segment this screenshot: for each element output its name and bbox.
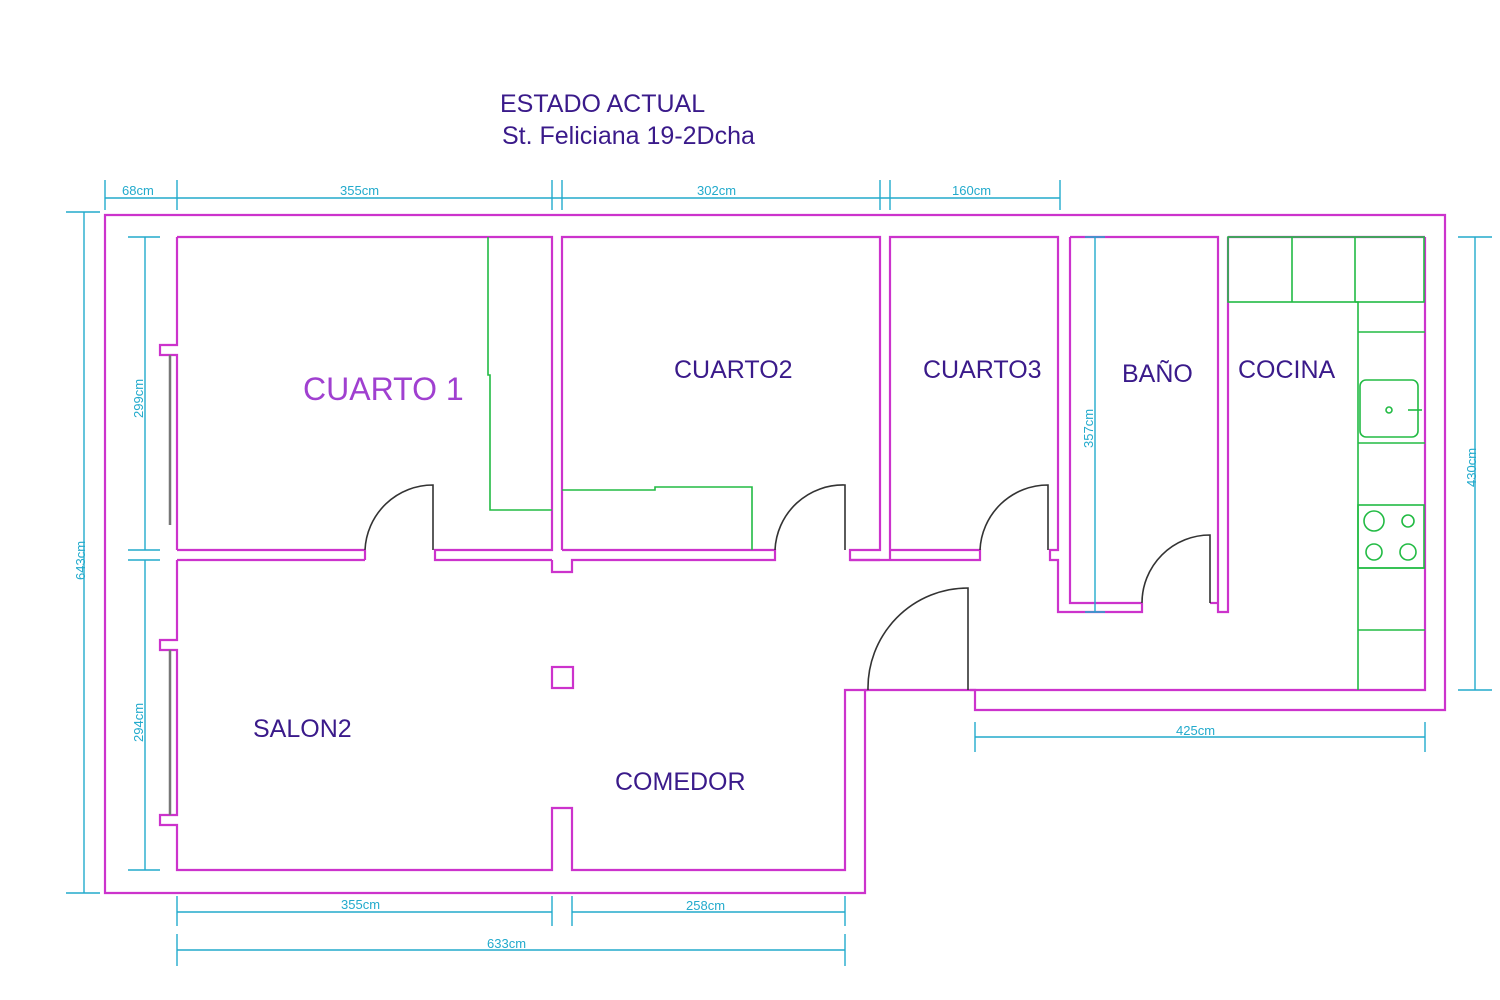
kitchen-cabinets-top [1227,236,1425,303]
wall-cuarto2 [560,235,882,562]
sink-icon [1359,379,1419,438]
wall-bano [1070,235,1230,614]
room-label-cuarto3: CUARTO3 [923,356,1042,384]
plan-subtitle: St. Feliciana 19-2Dcha [502,122,755,150]
dim-label-right-430: 430cm [1464,448,1479,487]
sink-drain-icon [1385,406,1393,414]
inner-wall-left-lower [158,560,868,872]
burner-2-icon [1401,514,1415,528]
wall-cuarto3-bottom [880,548,982,562]
wall-cuarto3 [888,235,1144,614]
room-label-salon: SALON2 [253,715,352,743]
dim-label-bano-357: 357cm [1081,409,1096,448]
wall-bano-bottom [1068,237,1142,605]
inner-wall-outline [158,237,179,550]
room-label-cocina: COCINA [1238,356,1336,384]
dim-label-left-294: 294cm [131,703,146,742]
door-cuarto1 [364,484,434,551]
dim-label-bottom-633: 633cm [487,936,526,951]
dim-label-bottom-258: 258cm [686,898,725,913]
plan-title: ESTADO ACTUAL [500,90,705,118]
wall-cuarto2-bottom [550,548,777,574]
burner-3-icon [1365,543,1383,561]
dim-label-top-302: 302cm [697,183,736,198]
door-cuarto2 [774,484,846,551]
room-label-bano: BAÑO [1122,359,1193,388]
kitchen-counter [1355,301,1359,690]
dim-label-kitchen-425: 425cm [1176,723,1215,738]
wall-cuarto1 [177,235,554,562]
burner-4-icon [1399,543,1417,561]
dim-label-bottom-355: 355cm [341,897,380,912]
dim-label-left-643: 643cm [73,541,88,580]
dim-label-top-68: 68cm [122,183,154,198]
dim-label-left-299: 299cm [131,379,146,418]
dim-label-top-355: 355cm [340,183,379,198]
door-bano [1141,534,1211,604]
room-label-comedor: COMEDOR [615,768,746,796]
room-label-cuarto2: CUARTO2 [674,356,793,384]
burner-1-icon [1363,510,1385,532]
room-label-cuarto1: CUARTO 1 [303,371,464,407]
column [550,665,575,690]
dim-label-top-160: 160cm [952,183,991,198]
wardrobe-cuarto2 [562,486,753,550]
wardrobe-cuarto1 [487,237,552,511]
door-cuarto3 [979,484,1049,551]
door-entrance [867,587,969,691]
stove-icon [1357,504,1425,569]
inner-wall-kitchen-bottom [970,237,1427,692]
